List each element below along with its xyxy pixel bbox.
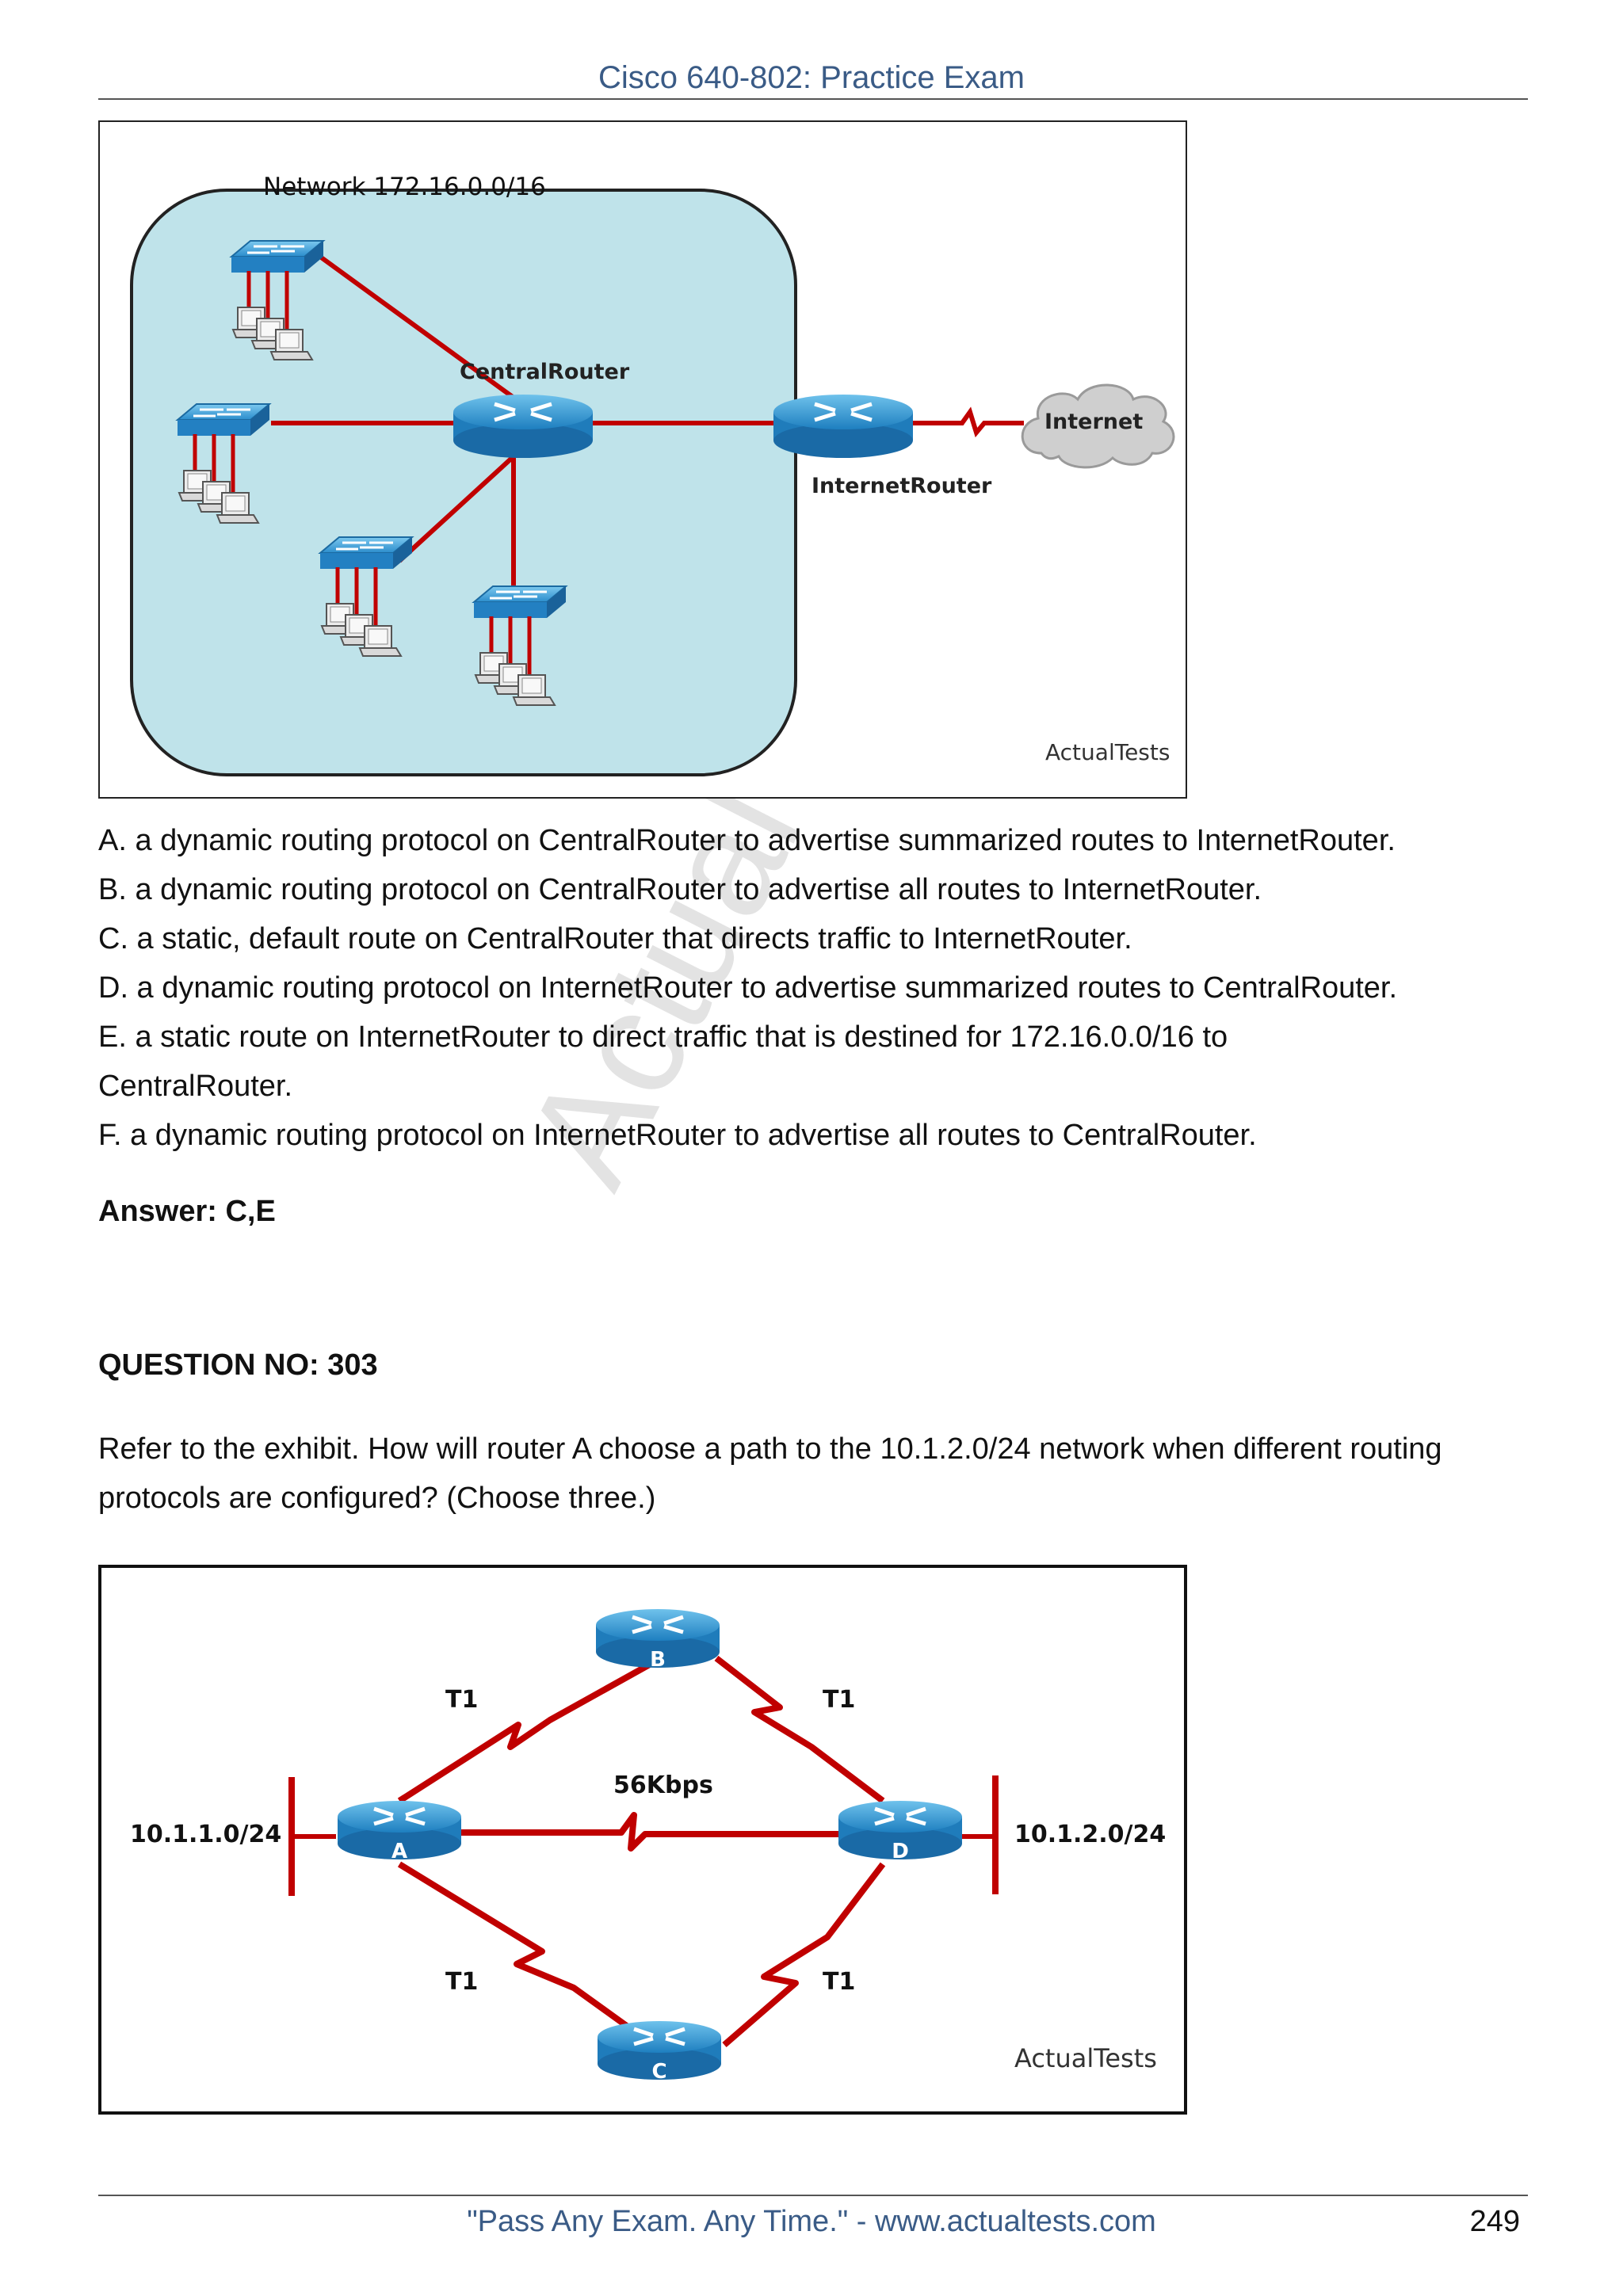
option-e-continued: CentralRouter.	[98, 1070, 293, 1103]
option-b: B. a dynamic routing protocol on Central…	[98, 873, 1262, 906]
page-number: 249	[1469, 2205, 1520, 2238]
exhibit1-watermark: ActualTests	[1045, 739, 1170, 765]
link-bd-label: T1	[823, 1686, 855, 1714]
option-a: A. a dynamic routing protocol on Central…	[98, 824, 1396, 857]
central-router-label: CentralRouter	[460, 360, 630, 384]
internet-router-label: InternetRouter	[812, 474, 992, 498]
page-header-title: Cisco 640-802: Practice Exam	[598, 60, 1025, 95]
exhibit-network-diagram: Network 172.16.0.0/16 CentralRouter Inte…	[98, 120, 1187, 799]
router-b-label: B	[650, 1648, 666, 1672]
router-a-label: A	[391, 1840, 407, 1863]
footer-rule	[98, 2195, 1528, 2196]
network-label: Network 172.16.0.0/16	[263, 173, 546, 201]
link-ac-label: T1	[445, 1968, 478, 1996]
exhibit2-watermark: ActualTests	[1014, 2043, 1157, 2073]
network-right-label: 10.1.2.0/24	[1014, 1821, 1166, 1848]
option-d: D. a dynamic routing protocol on Interne…	[98, 971, 1398, 1005]
exhibit-routing-diagram: B A D C T1 T1 T1 T1 56Kbps 10.1.1.0/24 1…	[98, 1565, 1187, 2115]
question-text: Refer to the exhibit. How will router A …	[98, 1432, 1442, 1515]
footer-slogan: "Pass Any Exam. Any Time." - www.actualt…	[467, 2205, 1156, 2238]
answer: Answer: C,E	[98, 1195, 276, 1228]
answer-options: A. a dynamic routing protocol on Central…	[98, 816, 1549, 1160]
network-left-label: 10.1.1.0/24	[130, 1821, 281, 1848]
question-number: QUESTION NO: 303	[98, 1348, 378, 1382]
link-ab-label: T1	[445, 1686, 478, 1714]
option-c: C. a static, default route on CentralRou…	[98, 922, 1132, 955]
router-d-label: D	[892, 1840, 909, 1863]
link-cd-label: T1	[823, 1968, 855, 1996]
header-rule	[98, 98, 1528, 100]
option-f: F. a dynamic routing protocol on Interne…	[98, 1119, 1257, 1152]
link-ad-label: 56Kbps	[613, 1772, 713, 1799]
internet-cloud-label: Internet	[1044, 410, 1143, 434]
option-e: E. a static route on InternetRouter to d…	[98, 1020, 1228, 1054]
router-c-label: C	[651, 2060, 666, 2084]
